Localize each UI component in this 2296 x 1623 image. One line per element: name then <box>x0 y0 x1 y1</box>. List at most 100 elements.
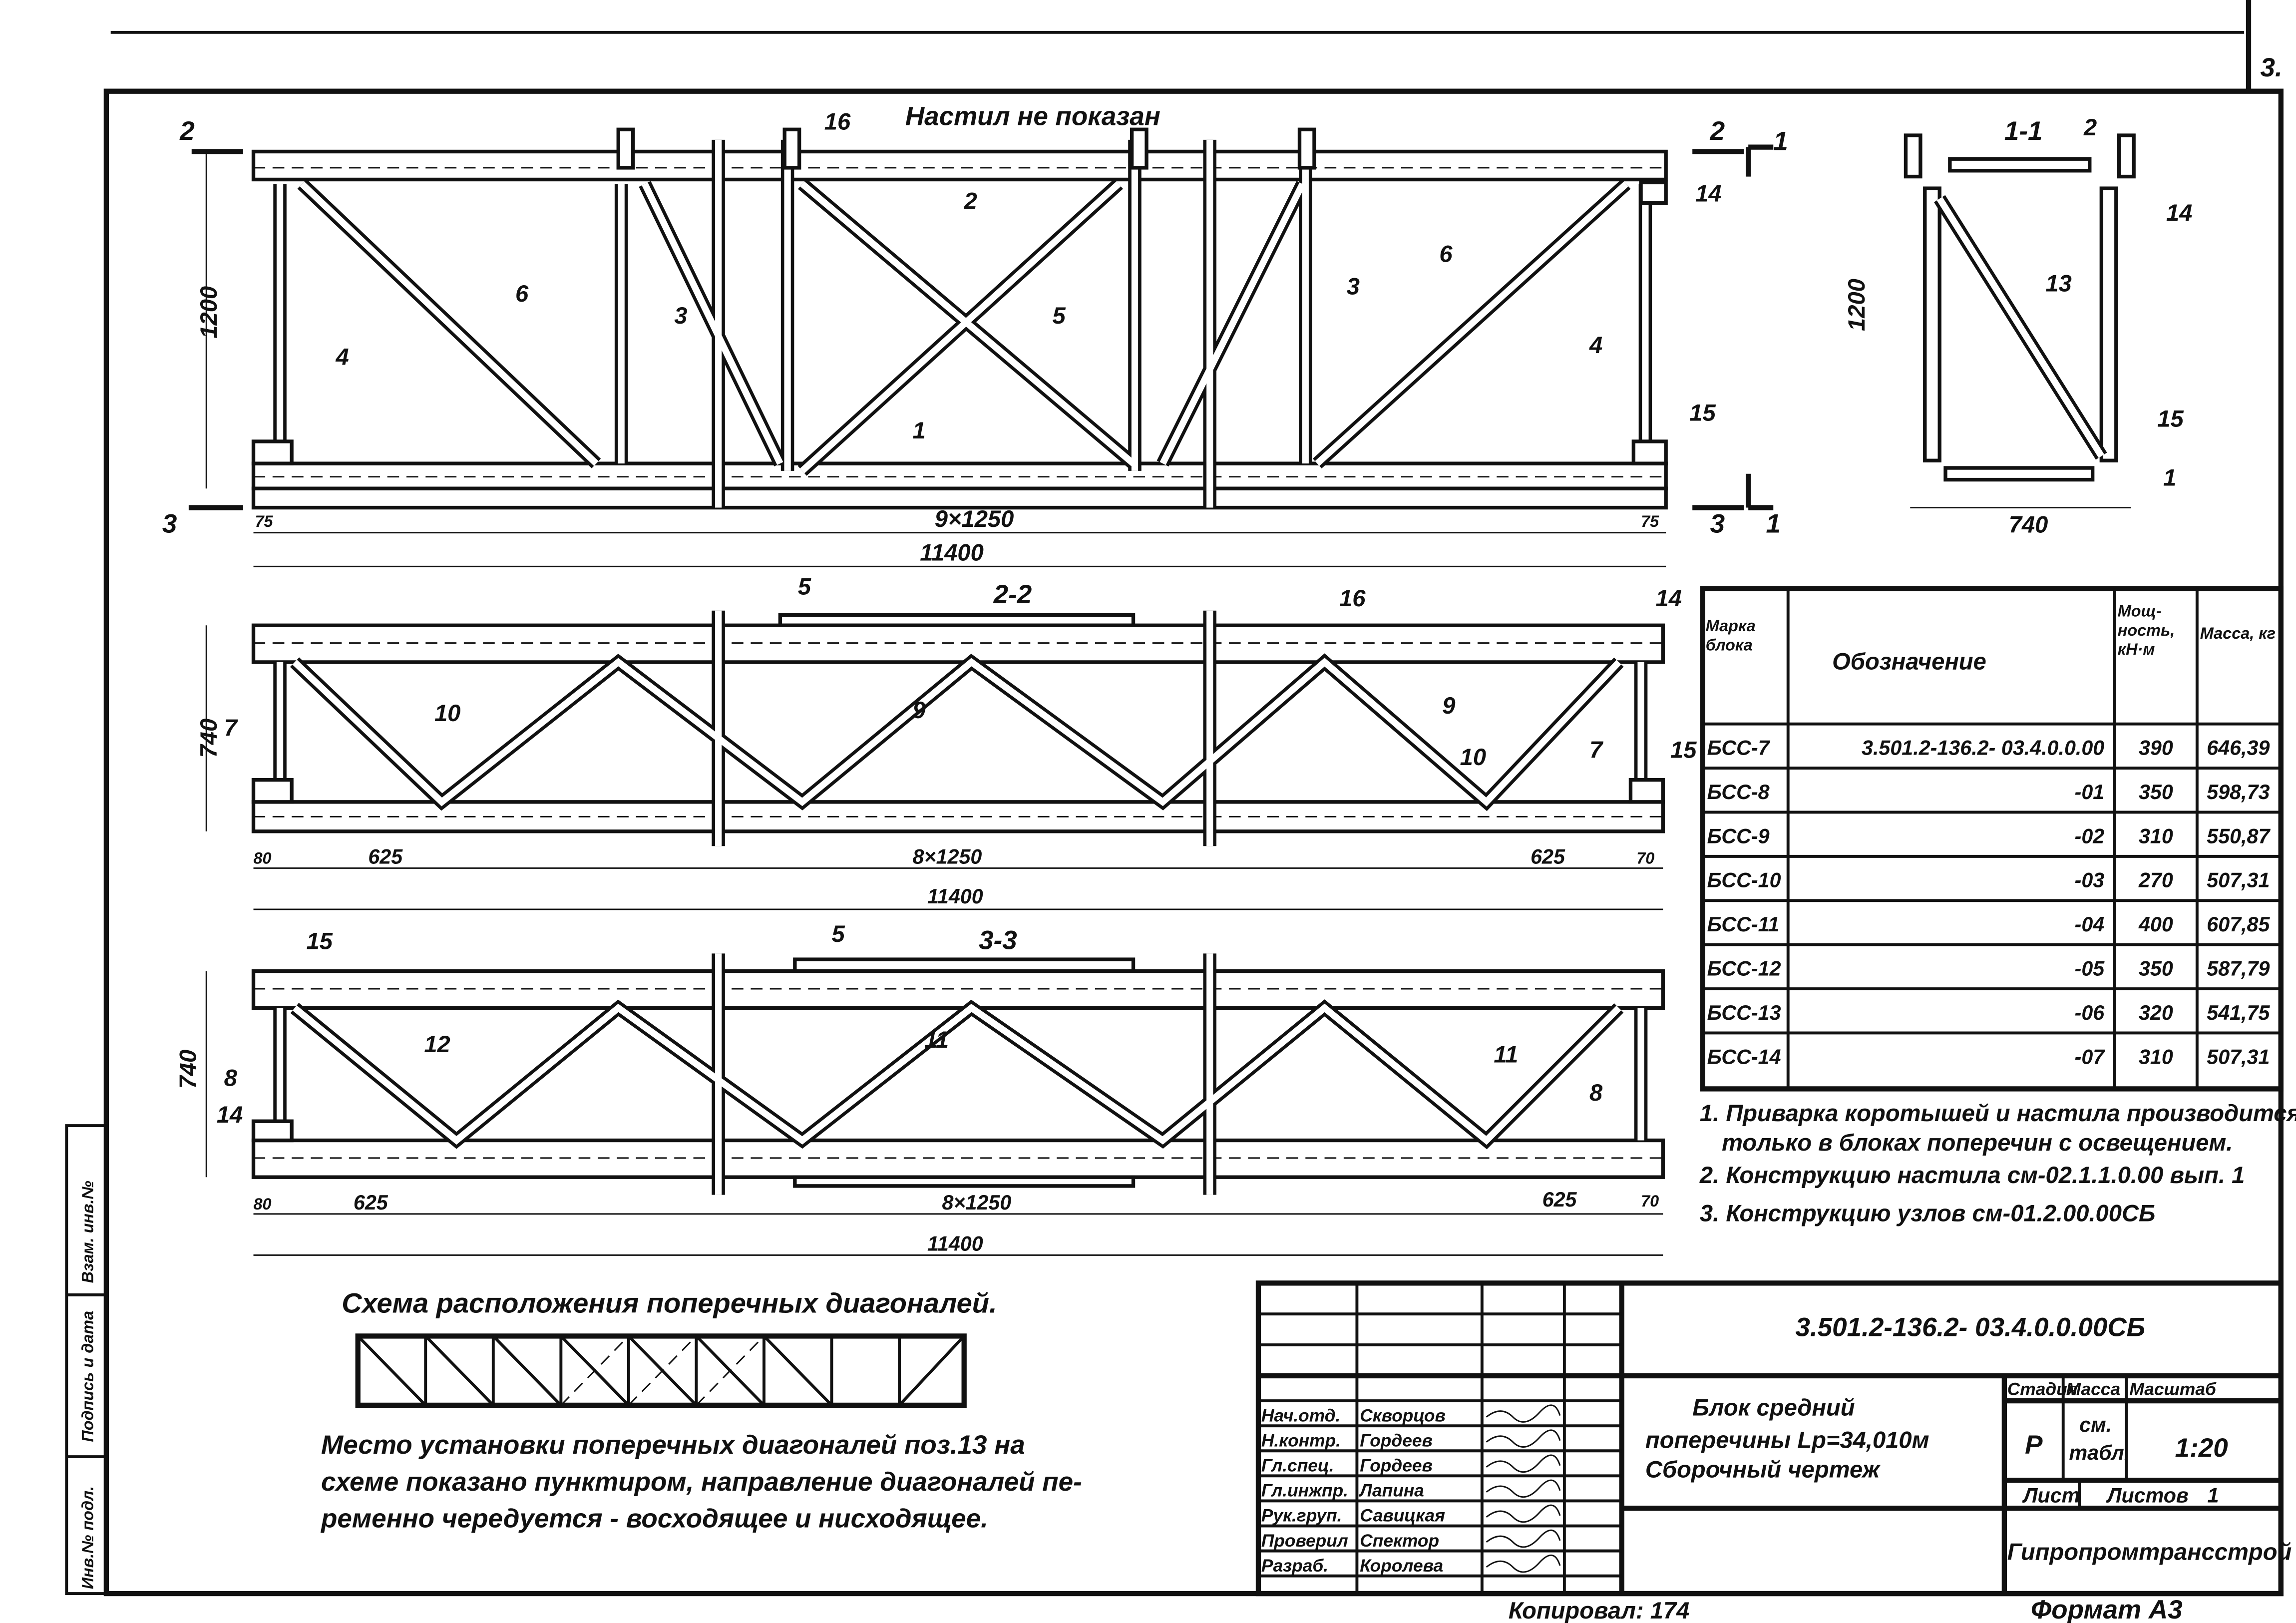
table-cell-designation: -01 <box>2075 781 2105 804</box>
mass-value-1: см. <box>2079 1413 2112 1436</box>
elevation-dim-span: 9×1250 <box>935 505 1014 532</box>
table-cell-mass: 550,87 <box>2207 824 2271 847</box>
role-title: Н.контр. <box>1261 1431 1341 1450</box>
label-15: 15 <box>1689 400 1716 426</box>
table-header-mass: Масса, кг <box>2200 625 2276 643</box>
label-2: 2 <box>964 187 977 214</box>
s22-label-16: 16 <box>1339 585 1366 611</box>
elevation-members <box>273 139 1652 508</box>
s33-label-8-left: 8 <box>224 1065 238 1091</box>
s22-dim-end-right: 70 <box>1636 849 1654 867</box>
notes: 1. Приварка коротышей и настила производ… <box>1699 1100 2296 1226</box>
schema-text-3: ременно чередуется - восходящее и нисход… <box>320 1504 988 1533</box>
table-cell-designation: -06 <box>2075 1001 2105 1024</box>
table-header-designation: Обозначение <box>1832 648 1986 675</box>
s22-label-10-right: 10 <box>1460 744 1486 770</box>
table-cell-mass: 607,85 <box>2207 913 2270 936</box>
table-cell-mark: БСС-7 <box>1707 737 1771 760</box>
label-4-left: 4 <box>336 344 349 370</box>
table-cell-power: 310 <box>2139 824 2173 847</box>
elevation-dim-total: 11400 <box>920 539 984 566</box>
label-3-left: 3 <box>674 302 687 329</box>
table-cell-mark: БСС-12 <box>1707 957 1781 980</box>
table-cell-power: 350 <box>2139 957 2173 980</box>
table-cell-mass: 507,31 <box>2207 1045 2270 1068</box>
s22-label-14: 14 <box>1656 585 1682 611</box>
block-table: Марка блока Обозначение Мощ-ность, кН·м … <box>1700 586 2284 1092</box>
label-6-left: 6 <box>515 280 529 307</box>
s33-dim-end-right: 70 <box>1641 1192 1659 1210</box>
role-name: Савицкая <box>1360 1506 1445 1526</box>
signature <box>1486 1454 1561 1473</box>
table-cell-mass: 541,75 <box>2207 1001 2270 1024</box>
s33-dim-last: 625 <box>1542 1188 1577 1211</box>
s22-label-9-left: 9 <box>913 697 926 723</box>
s33-label-8-right: 8 <box>1589 1079 1603 1106</box>
table-cell-mark: БСС-8 <box>1707 781 1770 804</box>
s11-label-2: 2 <box>2083 114 2097 140</box>
label-4-right: 4 <box>1589 332 1602 358</box>
elevation-dim-end-right: 75 <box>1641 512 1659 530</box>
elevation-dim-end-left: 75 <box>255 512 273 530</box>
s11-label-15: 15 <box>2157 405 2184 431</box>
s22-label-10-left: 10 <box>434 700 460 726</box>
s22-dim-end-left: 80 <box>254 849 272 867</box>
s33-label-11-right: 11 <box>1494 1041 1518 1067</box>
sheet-label: Лист <box>2022 1484 2080 1507</box>
table-cell-designation: -05 <box>2075 957 2105 980</box>
table-cell-power: 400 <box>2138 913 2173 936</box>
label-6-right: 6 <box>1439 240 1453 267</box>
stage-value: Р <box>2025 1430 2043 1460</box>
title-line-3: Сборочный чертеж <box>1645 1456 1881 1482</box>
s33-label-5: 5 <box>832 920 845 947</box>
side-stamp-replace: Взам. инв.№ <box>78 1181 96 1283</box>
signature <box>1486 1479 1561 1498</box>
mass-label: Масса <box>2066 1379 2121 1399</box>
signature <box>1486 1554 1561 1573</box>
section-3-3-title: 3-3 <box>979 925 1017 955</box>
label-16: 16 <box>824 108 851 134</box>
s33-dim-height: 740 <box>175 1050 201 1089</box>
section-mark-3-right: 3 <box>1710 509 1725 539</box>
table-cell-designation: -02 <box>2075 824 2105 847</box>
role-name: Лапина <box>1358 1481 1424 1501</box>
section-mark-2-left: 2 <box>179 116 195 146</box>
role-title: Проверил <box>1261 1531 1348 1551</box>
mass-value-2: табл. <box>2069 1441 2130 1464</box>
signature <box>1486 1404 1561 1423</box>
table-header-power: Мощ-ность, кН·м <box>2117 603 2175 660</box>
table-cell-power: 270 <box>2138 869 2173 892</box>
role-name: Гордеев <box>1360 1431 1433 1450</box>
title-line-1: Блок средний <box>1692 1394 1855 1421</box>
signature <box>1486 1529 1561 1548</box>
section-mark-1-bottom: 1 <box>1766 509 1781 539</box>
role-title: Гл.спец. <box>1261 1456 1334 1476</box>
role-name: Гордеев <box>1360 1456 1433 1476</box>
truss-elevation: Настил не показан 1200 75 9×1250 75 1140… <box>162 101 1788 567</box>
scale-label: Масштаб <box>2129 1379 2217 1399</box>
s22-dim-height: 740 <box>195 719 222 758</box>
sheet-corner: 3. <box>2261 53 2283 82</box>
title-line-2: поперечины Lр=34,010м <box>1645 1426 1929 1453</box>
s11-label-1: 1 <box>2163 464 2176 490</box>
table-cell-mark: БСС-10 <box>1707 869 1781 892</box>
organization: Гипропромтрансстрой <box>2007 1538 2292 1565</box>
table-cell-mass: 507,31 <box>2207 869 2270 892</box>
s22-label-15: 15 <box>1670 736 1697 763</box>
section-2-2-title: 2-2 <box>993 580 1032 609</box>
table-cell-designation: -03 <box>2075 869 2105 892</box>
table-cell-power: 320 <box>2139 1001 2173 1024</box>
section-mark-1-top: 1 <box>1773 127 1788 156</box>
note-2: 2. Конструкцию настила см-02.1.1.0.00 вы… <box>1699 1162 2245 1188</box>
s33-dim-first: 625 <box>354 1191 388 1214</box>
label-3-right: 3 <box>1347 273 1360 299</box>
s22-dim-last: 625 <box>1531 845 1565 868</box>
elevation-dim-height: 1200 <box>195 286 222 339</box>
table-cell-designation: -04 <box>2075 913 2105 936</box>
s22-dim-total: 11400 <box>927 885 983 908</box>
diagonal-schema: Схема расположения поперечных диагоналей… <box>320 1287 1082 1533</box>
s33-label-15: 15 <box>307 927 333 954</box>
table-cell-mark: БСС-13 <box>1707 1001 1781 1024</box>
s33-label-12: 12 <box>424 1031 450 1057</box>
